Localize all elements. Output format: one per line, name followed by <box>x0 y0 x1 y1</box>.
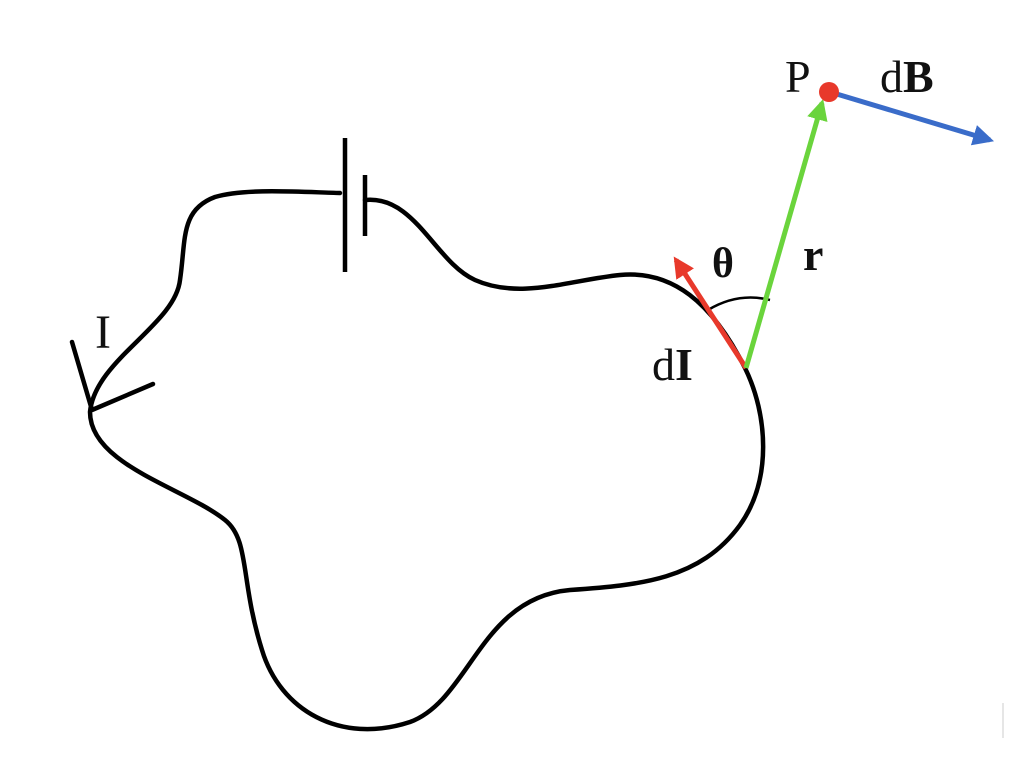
current-element-arrow <box>673 256 749 370</box>
field-element-symbol: B <box>903 51 934 102</box>
field-element-label: dB <box>880 51 934 102</box>
point-p-dot <box>819 82 839 102</box>
field-element-prefix: d <box>880 51 903 102</box>
angle-label: θ <box>712 241 734 287</box>
current-element-label: dI <box>652 339 693 390</box>
position-vector-label: r <box>803 229 823 280</box>
field-element-arrow <box>829 89 995 146</box>
current-element-prefix: d <box>652 339 675 390</box>
current-element-symbol: I <box>675 339 693 390</box>
wire-loop <box>87 189 766 732</box>
current-direction-arrowhead <box>69 339 156 413</box>
current-label: I <box>95 306 111 359</box>
position-vector-arrow <box>743 98 828 369</box>
point-label: P <box>785 51 811 102</box>
